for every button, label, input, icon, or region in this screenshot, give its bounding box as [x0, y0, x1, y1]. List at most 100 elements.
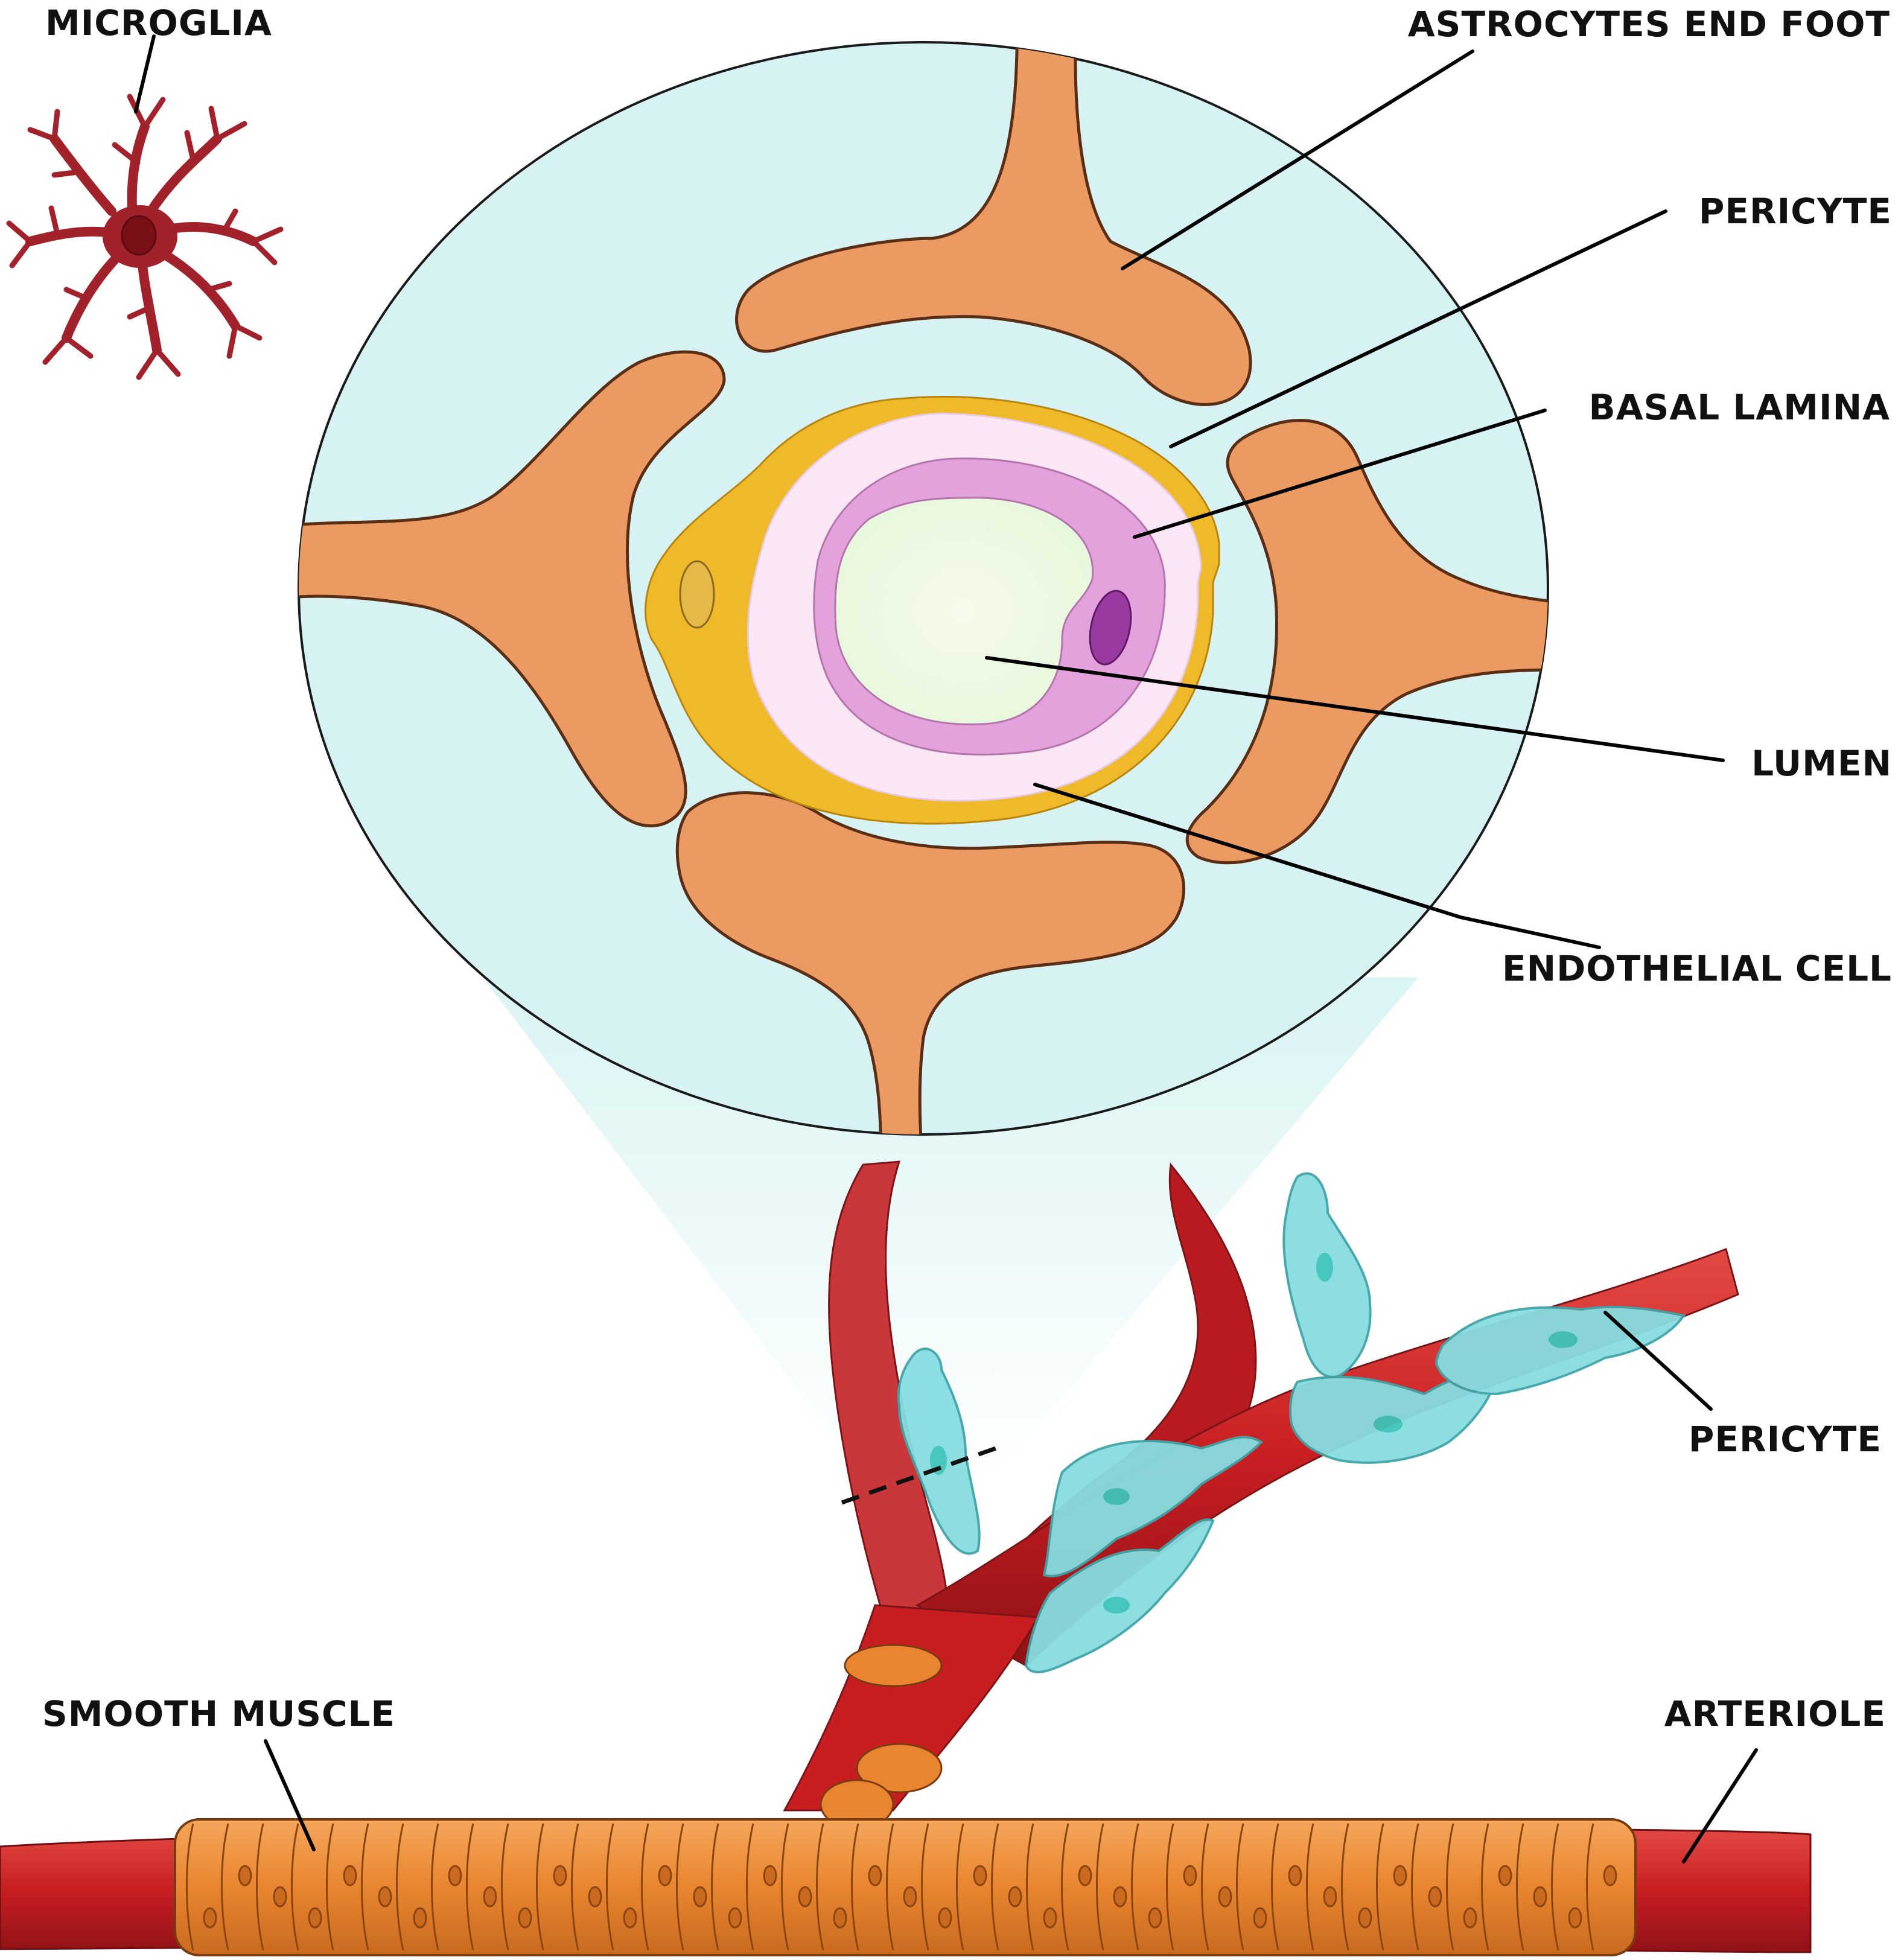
lumen	[834, 497, 1094, 725]
magnification-cone	[483, 978, 1418, 1491]
smooth-muscle-nucleus	[378, 1886, 392, 1908]
pericyte-nucleus	[1374, 1416, 1403, 1433]
cross-section-view	[298, 41, 1549, 1136]
leader-pericyte-top	[1169, 209, 1667, 448]
smooth-muscle-nucleus	[1008, 1886, 1022, 1908]
smooth-muscle-cell-border	[186, 1823, 194, 1951]
pericyte-cell	[1024, 1518, 1215, 1673]
pericyte-cell	[1042, 1436, 1264, 1577]
smooth-muscle-nucleus	[1253, 1907, 1267, 1929]
smooth-muscle-cell-border	[606, 1823, 614, 1951]
leader-endothelial-cell	[1033, 783, 1601, 949]
smooth-muscle-cell-border	[361, 1823, 369, 1951]
smooth-muscle-cell-border	[746, 1823, 754, 1951]
smooth-muscle-nucleus	[938, 1907, 952, 1929]
smooth-muscle-cell-border	[571, 1823, 579, 1951]
smooth-muscle-nucleus	[1358, 1907, 1372, 1929]
smooth-muscle-nucleus	[1568, 1907, 1582, 1929]
leader-lines	[134, 34, 1758, 1863]
smooth-muscle-nucleus	[1498, 1865, 1512, 1886]
smooth-muscle-nucleus	[588, 1886, 602, 1908]
smooth-muscle-nucleus	[203, 1907, 217, 1929]
smooth-muscle-cell-border	[326, 1823, 334, 1951]
astrocyte-foot-bottom	[675, 791, 1186, 1134]
label-basal-lamina: BASAL LAMINA	[1589, 387, 1890, 428]
smooth-muscle-cell-border	[396, 1823, 404, 1951]
smooth-muscle-cell-border	[641, 1823, 649, 1951]
leader-microglia	[134, 34, 156, 113]
smooth-muscle-nucleus	[1533, 1886, 1547, 1908]
label-arteriole: ARTERIOLE	[1664, 1693, 1886, 1734]
label-lumen: LUMEN	[1751, 743, 1892, 784]
smooth-muscle-nucleus	[308, 1907, 322, 1929]
smooth-muscle-cell-border	[676, 1823, 684, 1951]
smooth-muscle-nucleus	[1323, 1886, 1337, 1908]
smooth-muscle-cell-border	[886, 1823, 894, 1951]
smooth-muscle-nucleus	[1078, 1865, 1092, 1886]
smooth-muscle-cell-border	[256, 1823, 264, 1951]
pericyte-nucleus	[1103, 1488, 1130, 1505]
smooth-muscle-cell-border	[1481, 1823, 1489, 1951]
smooth-muscle-nucleus	[763, 1865, 777, 1886]
smooth-muscle-nucleus	[728, 1907, 742, 1929]
trunk-muscle-ring	[856, 1743, 943, 1793]
smooth-muscle-nucleus	[1393, 1865, 1407, 1886]
smooth-muscle-cell-border	[1271, 1823, 1279, 1951]
smooth-muscle-cell-border	[781, 1823, 789, 1951]
smooth-muscle-nucleus	[973, 1865, 987, 1886]
smooth-muscle-nucleus	[1428, 1886, 1442, 1908]
pericyte-nucleus	[1103, 1597, 1130, 1614]
labels: MICROGLIA ASTROCYTES END FOOT PERICYTE B…	[42, 2, 1892, 1734]
smooth-muscle-cell-border	[991, 1823, 999, 1951]
label-pericyte-bottom: PERICYTE	[1689, 1419, 1882, 1460]
smooth-muscle-nucleus	[833, 1907, 847, 1929]
smooth-muscle-cell-border	[466, 1823, 474, 1951]
smooth-muscle-nucleus	[413, 1907, 427, 1929]
smooth-muscle-nucleus	[1113, 1886, 1127, 1908]
smooth-muscle-cell-border	[1096, 1823, 1104, 1951]
pericyte-nucleus	[679, 560, 715, 629]
label-pericyte-top: PERICYTE	[1699, 191, 1892, 232]
smooth-muscle-cell-border	[711, 1823, 719, 1951]
pericyte-nucleus	[1316, 1253, 1333, 1282]
smooth-muscle-sheath	[174, 1818, 1637, 1956]
leader-basal-lamina	[1133, 409, 1547, 539]
smooth-muscle-cell-border	[1061, 1823, 1069, 1951]
smooth-muscle-nucleus	[1148, 1907, 1162, 1929]
trunk-muscle-ring	[844, 1644, 943, 1687]
label-astrocytes-end-foot: ASTROCYTES END FOOT	[1408, 4, 1890, 45]
leader-smooth-muscle	[264, 1739, 316, 1851]
smooth-muscle-nucleus	[273, 1886, 287, 1908]
smooth-muscle-nucleus	[343, 1865, 357, 1886]
smooth-muscle-nucleus	[1043, 1907, 1057, 1929]
smooth-muscle-cell-border	[221, 1823, 229, 1951]
microglia-cell	[6, 94, 284, 380]
smooth-muscle-cell-border	[956, 1823, 964, 1951]
smooth-muscle-cell-border	[1551, 1823, 1559, 1951]
smooth-muscle-cell-border	[921, 1823, 929, 1951]
smooth-muscle-nucleus	[518, 1907, 532, 1929]
smooth-muscle-nucleus	[623, 1907, 637, 1929]
smooth-muscle-cell-border	[291, 1823, 299, 1951]
smooth-muscle-nucleus	[1183, 1865, 1197, 1886]
label-microglia: MICROGLIA	[45, 2, 272, 43]
smooth-muscle-nucleus	[798, 1886, 812, 1908]
astrocyte-foot-left	[299, 350, 726, 828]
smooth-muscle-nucleus	[1603, 1865, 1617, 1886]
smooth-muscle-cell-border	[1411, 1823, 1419, 1951]
leader-astrocytes-end-foot	[1121, 49, 1474, 270]
smooth-muscle-nucleus	[1218, 1886, 1232, 1908]
label-endothelial-cell: ENDOTHELIAL CELL	[1502, 948, 1892, 989]
smooth-muscle-nucleus	[483, 1886, 497, 1908]
label-smooth-muscle: SMOOTH MUSCLE	[42, 1693, 395, 1734]
smooth-muscle-cell-border	[431, 1823, 439, 1951]
smooth-muscle-cell-border	[1166, 1823, 1174, 1951]
smooth-muscle-nucleus	[868, 1865, 882, 1886]
leader-lumen	[985, 656, 1725, 762]
smooth-muscle-nucleus	[448, 1865, 462, 1886]
smooth-muscle-cell-border	[1376, 1823, 1384, 1951]
astrocyte-foot-right	[1185, 419, 1548, 865]
smooth-muscle-nucleus	[693, 1886, 707, 1908]
smooth-muscle-cell-border	[1131, 1823, 1139, 1951]
